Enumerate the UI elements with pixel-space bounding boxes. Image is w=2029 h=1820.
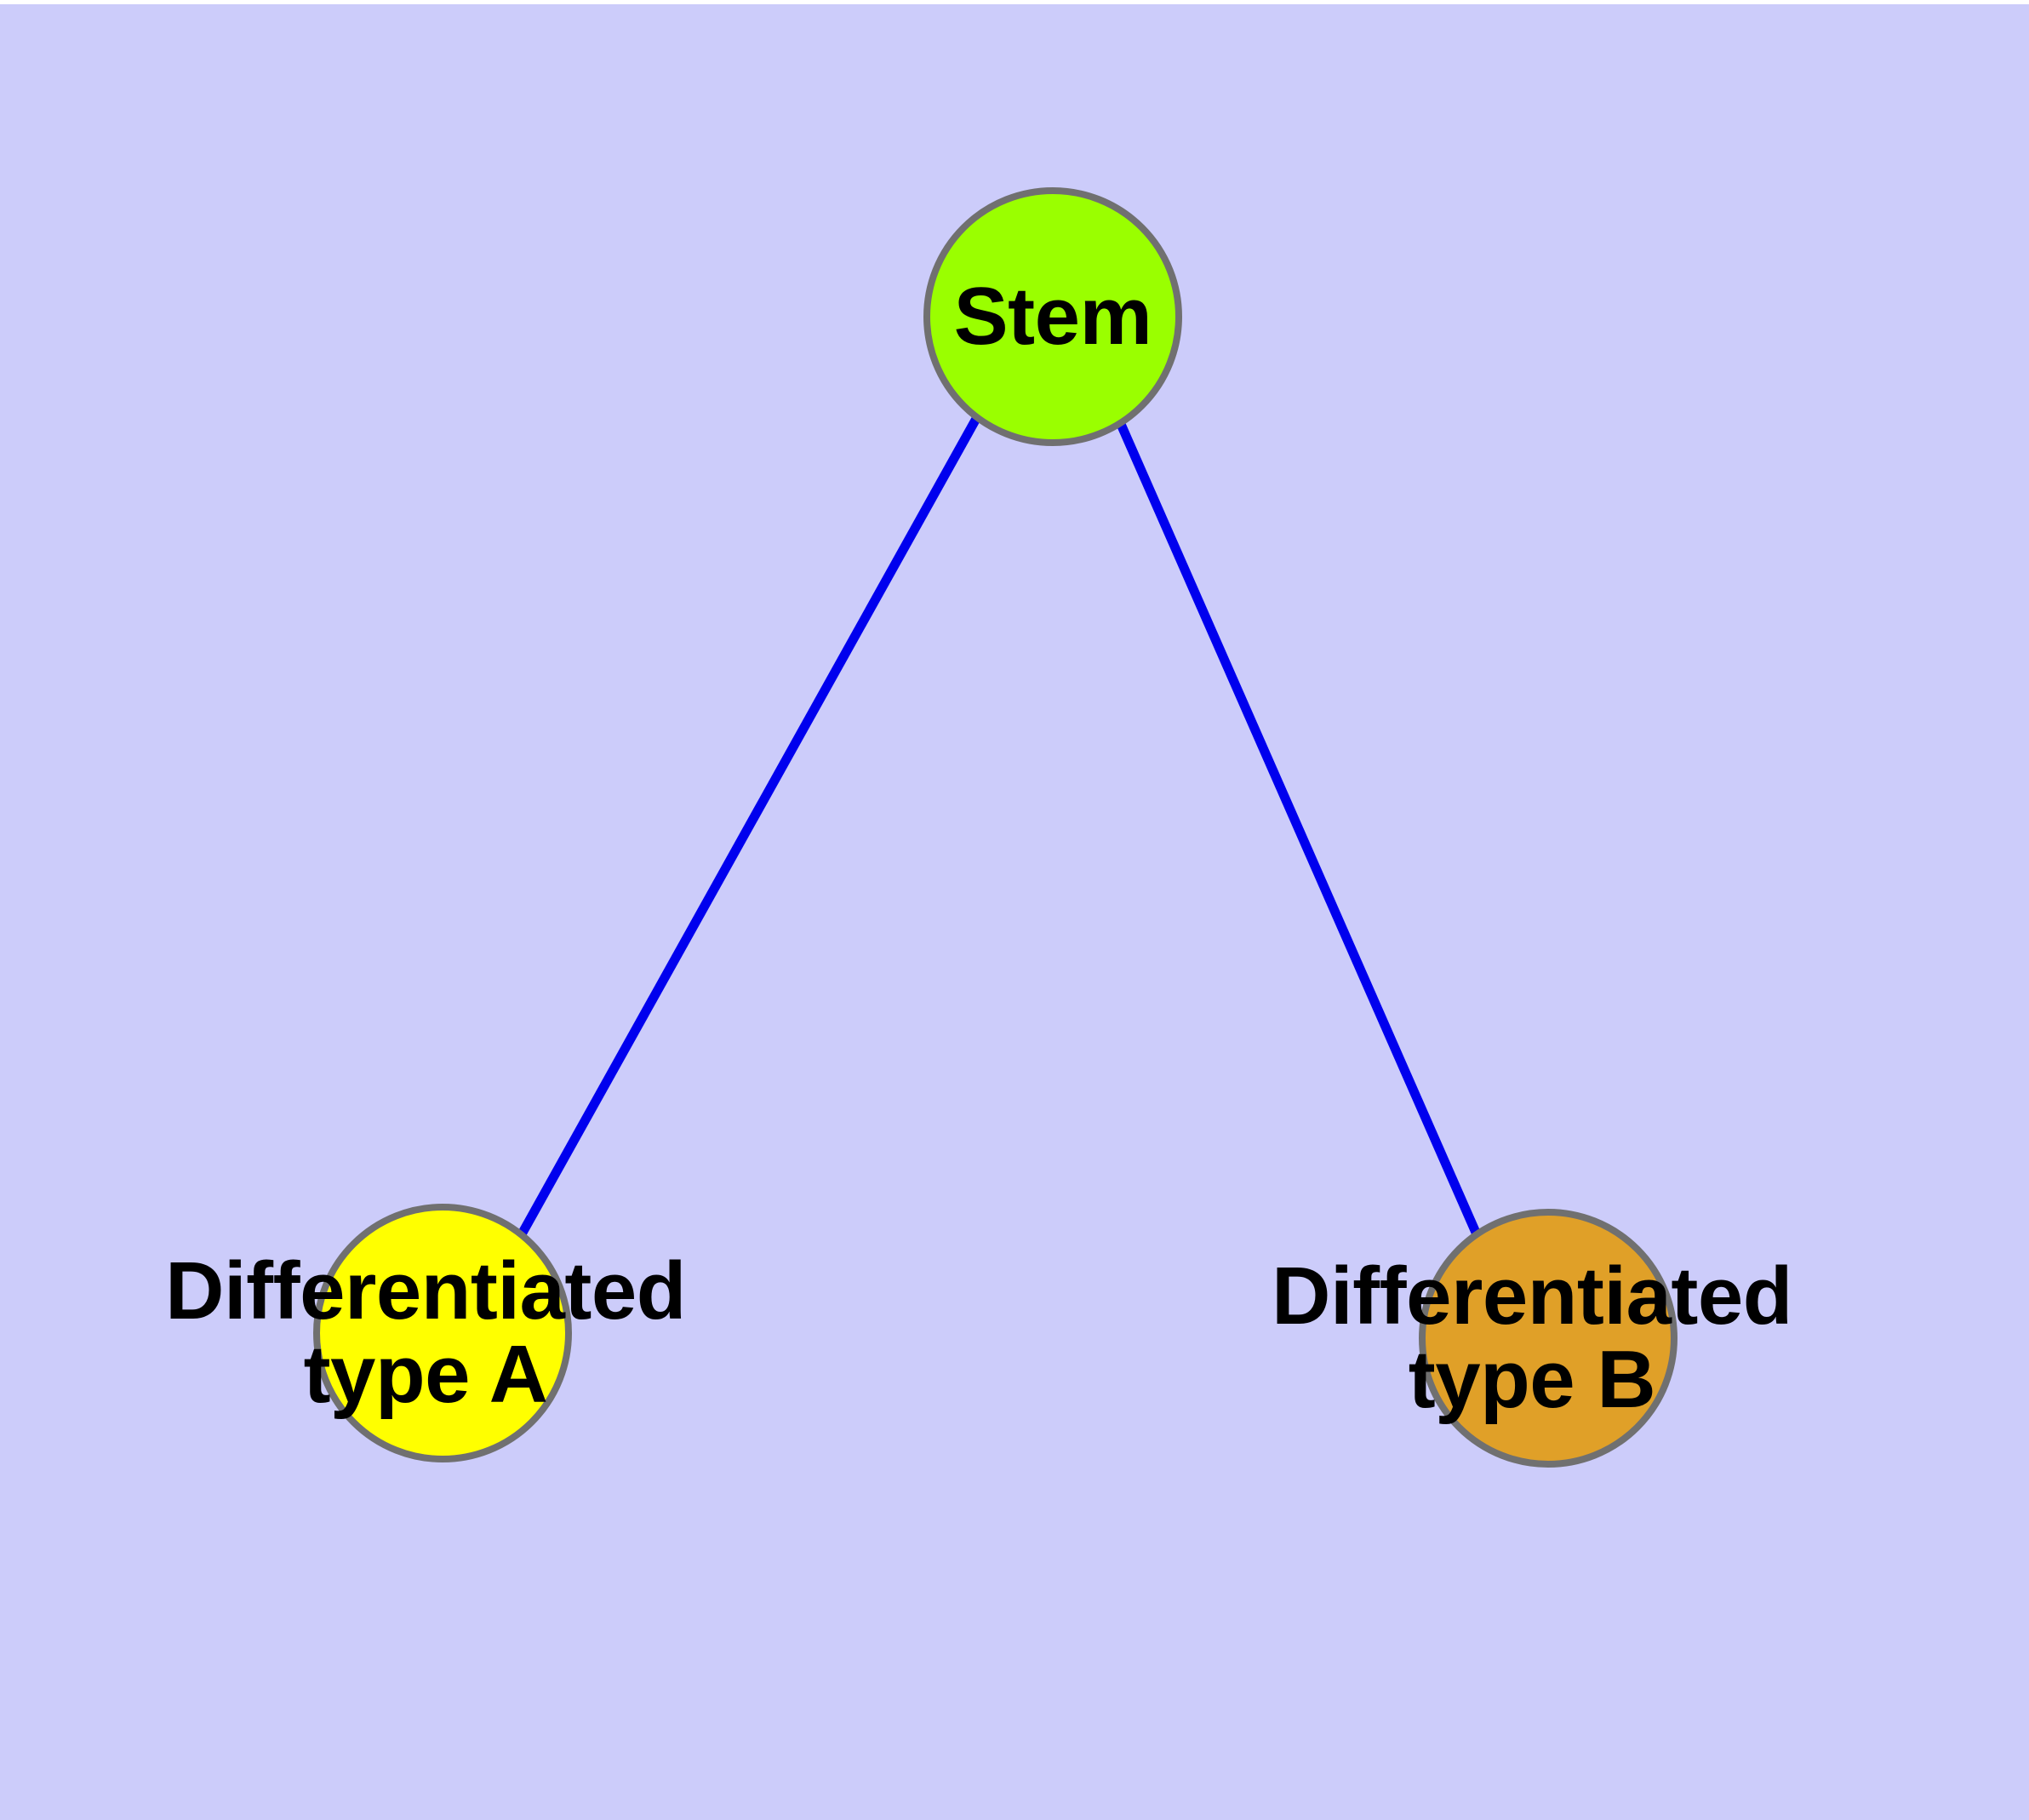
edge-stem-to-differentiated-type-b bbox=[1115, 420, 1482, 1237]
edge-stem-to-differentiated-type-a bbox=[518, 415, 981, 1235]
edge-layer bbox=[518, 415, 1482, 1237]
node-stem[interactable] bbox=[923, 187, 1182, 446]
node-layer bbox=[313, 187, 1677, 1468]
node-differentiated-type-a[interactable] bbox=[313, 1204, 572, 1462]
node-differentiated-type-b[interactable] bbox=[1419, 1209, 1677, 1468]
